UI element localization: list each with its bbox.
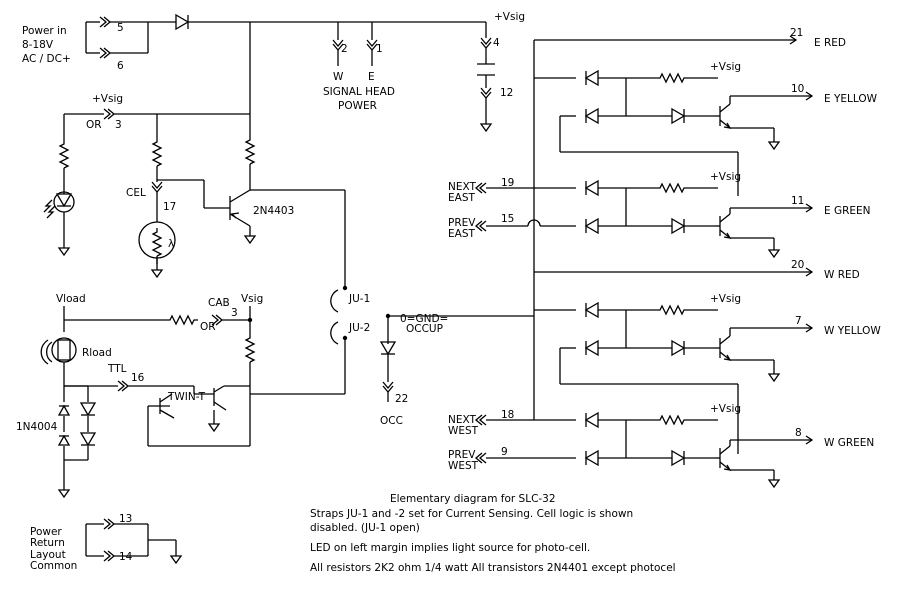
return-common-block: Power Return Layout Common 13 14: [30, 513, 182, 572]
next-west-label-2: WEST: [448, 425, 479, 437]
occ-label: OCC: [380, 415, 403, 427]
power-input-block: Power in 8-18V AC / DC+ 5 6: [22, 14, 486, 72]
signal-head-w-label: W: [333, 71, 344, 83]
power-return-label-1: Power: [30, 526, 62, 538]
signal-head-power: 2 1 W E SIGNAL HEAD POWER: [323, 22, 395, 112]
prev-east-label-2: EAST: [448, 228, 475, 240]
vsig-connector-4-12: +Vsig 4 12: [477, 11, 525, 132]
pin-7: 7: [795, 315, 802, 327]
cab-label: CAB: [208, 297, 230, 309]
pin-11: 11: [791, 195, 804, 207]
pin-19: 19: [501, 177, 514, 189]
q-pnp-label: 2N4403: [253, 205, 294, 217]
pin-5: 5: [117, 22, 124, 34]
pin-18: 18: [501, 409, 514, 421]
signal-head-e-label: E: [368, 71, 375, 83]
diode-1n4004-label: 1N4004: [16, 421, 58, 433]
e-yellow-label: E YELLOW: [824, 93, 878, 105]
pin-14: 14: [119, 551, 133, 563]
signal-head-label-1: SIGNAL HEAD: [323, 86, 395, 98]
or-label-1: OR: [86, 119, 102, 131]
w-yellow-label: W YELLOW: [824, 325, 881, 337]
occup-label-1: 0=GND=: [400, 313, 448, 325]
pin-6: 6: [117, 60, 124, 72]
pin-16: 16: [131, 372, 145, 384]
notes-line-1: Straps JU-1 and -2 set for Current Sensi…: [310, 508, 633, 520]
next-west-label-1: NEXT: [448, 414, 476, 426]
load-sense-block: Vload OR CAB 3 Vsig Rload TTL 16 TWIN-T …: [16, 293, 263, 498]
diagram-notes: Elementary diagram for SLC-32 Straps JU-…: [310, 493, 676, 574]
signal-logic-block: 21 E RED +Vsig 10 E YELLOW 19 NEXT EAST …: [448, 27, 881, 488]
cel-label: CEL: [126, 187, 146, 199]
jumper-block: JU-1 JU-2 0=GND= OCCUP 22 OCC: [250, 285, 534, 427]
power-range-label: 8-18V: [22, 39, 54, 51]
bridge-diode-2-icon: [80, 402, 96, 416]
e-red-label: E RED: [814, 37, 846, 49]
w-green-label: W GREEN: [824, 437, 874, 449]
pin-3b: 3: [231, 307, 238, 319]
power-return-label-2: Return: [30, 537, 65, 549]
vsig-e-yellow: +Vsig: [710, 61, 741, 73]
occup-label-2: OCCUP: [406, 323, 443, 335]
pin-13: 13: [119, 513, 132, 525]
input-diode-icon: [175, 14, 189, 30]
ju2-label: JU-2: [348, 322, 370, 334]
vsig-label-top: +Vsig: [494, 11, 525, 23]
power-acdc-label: AC / DC+: [22, 53, 71, 65]
led-icon: [56, 193, 72, 207]
ttl-label: TTL: [107, 363, 127, 375]
w-red-label: W RED: [824, 269, 860, 281]
layout-common-label-1: Layout: [30, 549, 66, 561]
pin-8: 8: [795, 427, 802, 439]
rload-icon: [51, 337, 77, 363]
pin-21: 21: [790, 27, 803, 39]
rload-label: Rload: [82, 347, 112, 359]
notes-line-2: disabled. (JU-1 open): [310, 522, 420, 534]
lambda-glyph: λ: [168, 238, 174, 250]
bridge-diode-4-icon: [80, 432, 96, 446]
pin-20: 20: [791, 259, 804, 271]
or-label-2: OR: [200, 321, 216, 333]
signal-head-label-2: POWER: [338, 100, 377, 112]
pin-2: 2: [341, 43, 348, 55]
bridge-diode-1-icon: [58, 405, 70, 416]
notes-line-3: LED on left margin implies light source …: [310, 542, 590, 554]
prev-west-label-1: PREV: [448, 449, 476, 461]
notes-line-4: All resistors 2K2 ohm 1/4 watt All trans…: [310, 562, 676, 574]
pin-4: 4: [493, 37, 500, 49]
twin-t-label: TWIN-T: [167, 391, 206, 403]
pin-12: 12: [500, 87, 513, 99]
pin-10: 10: [791, 83, 804, 95]
pin-17: 17: [163, 201, 176, 213]
layout-common-label-2: Common: [30, 560, 77, 572]
vload-label: Vload: [56, 293, 86, 305]
power-in-label: Power in: [22, 25, 67, 37]
pin-1: 1: [376, 43, 383, 55]
vsig-w-green: +Vsig: [710, 403, 741, 415]
vsig-e-green: +Vsig: [710, 171, 741, 183]
vsig-w-yellow: +Vsig: [710, 293, 741, 305]
bridge-diode-3-icon: [58, 435, 70, 446]
next-east-label-2: EAST: [448, 192, 475, 204]
vsig-label-or: +Vsig: [92, 93, 123, 105]
ju1-label: JU-1: [348, 293, 370, 305]
photo-led-branch: +Vsig OR 3: [43, 93, 250, 256]
vsig-label-plain: Vsig: [241, 293, 263, 305]
pin-9: 9: [501, 446, 508, 458]
prev-west-label-2: WEST: [448, 460, 479, 472]
next-east-label-1: NEXT: [448, 181, 476, 193]
notes-title: Elementary diagram for SLC-32: [390, 493, 556, 505]
prev-east-label-1: PREV: [448, 217, 476, 229]
pin-15: 15: [501, 213, 514, 225]
pin-22: 22: [395, 393, 408, 405]
pin-3a: 3: [115, 119, 122, 131]
e-green-label: E GREEN: [824, 205, 871, 217]
cel-photocell-branch: CEL 17 λ 2N4403: [126, 22, 346, 288]
